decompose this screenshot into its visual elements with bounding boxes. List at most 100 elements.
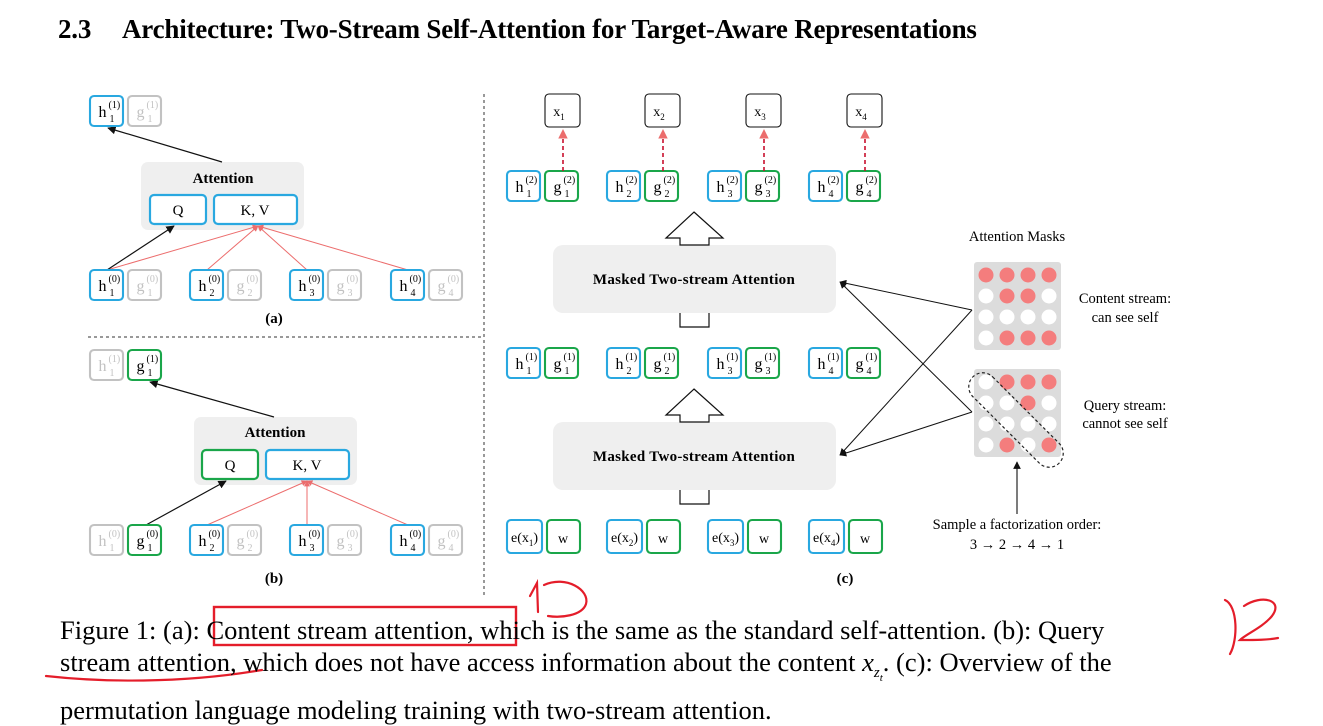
panel-b-layer0-h2-layer: (0) xyxy=(209,529,221,540)
panel-c-layer2-g2-index: 2 xyxy=(665,189,670,200)
panel-b-layer0-h3-layer: (0) xyxy=(309,529,321,540)
panel-c-output-x3: x3 xyxy=(745,93,782,171)
panel-a-layer1-g1-symbol: g xyxy=(137,104,145,121)
panel-b-layer1-h1-box xyxy=(88,348,125,382)
panel-a-kv-edge-3 xyxy=(257,225,308,271)
panel-a-q-edge xyxy=(106,225,175,271)
figure-caption: Figure 1: (a): Content stream attention,… xyxy=(60,614,1270,726)
panel-a-kv-edge-4 xyxy=(257,224,409,271)
panel-c-layer1-g1-layer: (1) xyxy=(564,352,576,363)
panel-b-layer0-g1-symbol: g xyxy=(137,533,145,550)
panel-a-layer0-g2-index: 2 xyxy=(248,288,253,299)
w-box-2 xyxy=(645,518,682,555)
panel-a-layer0-g2-box xyxy=(226,268,263,302)
panel-b-layer0-g3-box xyxy=(326,523,363,557)
q-label-b: Q xyxy=(225,458,236,474)
annotation-mark-1 xyxy=(528,578,588,618)
panel-c-layer2-g1-symbol: g xyxy=(554,179,562,196)
panel-c-layer2-g4-box xyxy=(845,169,882,203)
panel-a-layer0-g1-layer: (0) xyxy=(147,274,159,285)
panel-a-layer0-h4-index: 4 xyxy=(411,288,416,299)
content-mask-cell-3-1 xyxy=(999,330,1015,346)
content-mask-cell-0-1 xyxy=(999,267,1015,283)
panel-b-layer1-h1-index: 1 xyxy=(110,368,115,379)
math-sub-t: t xyxy=(879,672,883,685)
panel-b-layer0-h1-index: 1 xyxy=(110,543,115,554)
query-mask-cell-1-0 xyxy=(978,395,994,411)
content-mask-bg xyxy=(974,262,1061,350)
query-mask-cell-1-2 xyxy=(1020,395,1036,411)
panel-c-layer1-h3-index: 3 xyxy=(728,366,733,377)
hollow-arrow-bottom xyxy=(679,490,710,505)
panel-a-layer1-h1-symbol: h xyxy=(99,104,107,121)
panel-a-layer0-h2-layer: (0) xyxy=(209,274,221,285)
caption-line-1: Figure 1: (a): Content stream attention,… xyxy=(60,614,1270,646)
embedding-box-2 xyxy=(605,518,644,555)
panel-b-q-edge xyxy=(145,480,227,526)
panel-a-layer0-h3-layer: (0) xyxy=(309,274,321,285)
panel-c-layer2-g4-index: 4 xyxy=(867,189,872,200)
panel-c-layer1-g2-layer: (1) xyxy=(664,352,676,363)
panel-a-kv-edge-1 xyxy=(106,224,259,271)
attention-label-b: Attention xyxy=(245,425,306,441)
handwritten-annotations xyxy=(44,578,1280,682)
panel-a-layer0-h4-layer: (0) xyxy=(410,274,422,285)
masked-attention-block-top xyxy=(553,245,836,313)
panel-c-layer1-h4-layer: (1) xyxy=(828,352,840,363)
panel-a-layer0-h2-box xyxy=(188,268,225,302)
panel-c-layer2-h3-index: 3 xyxy=(728,189,733,200)
masked-attention-label-bottom: Masked Two-stream Attention xyxy=(593,449,796,465)
content-stream-label-2: can see self xyxy=(1092,310,1159,326)
panel-c-layer2-h2-box xyxy=(605,169,642,203)
query-mask-cell-2-0 xyxy=(978,416,994,432)
panel-c-layer1-h2-layer: (1) xyxy=(626,352,638,363)
panel-c-layer2-h3-symbol: h xyxy=(717,179,725,196)
panel-b-layer1-g1-index: 1 xyxy=(148,368,153,379)
panel-c-layer1-g1-index: 1 xyxy=(565,366,570,377)
panel-b-layer0-g3-index: 3 xyxy=(348,543,353,554)
panel-a-layer0-h3-symbol: h xyxy=(299,278,307,295)
panel-c-output-x1: x1 xyxy=(544,93,581,171)
panel-a-layer0-g4-index: 4 xyxy=(449,288,454,299)
sample-order-label: Sample a factorization order: xyxy=(933,517,1102,533)
math-sub-z: z xyxy=(873,665,880,682)
caption-line-1-rest: which is the same as the standard self-a… xyxy=(473,615,1105,645)
panel-b-layer0-h1-layer: (0) xyxy=(109,529,121,540)
panel-c-layer2-h1-symbol: h xyxy=(516,179,524,196)
panel-c-embedding-3: e(x3)w xyxy=(706,518,783,555)
panel-c-layer1-h2-symbol: h xyxy=(616,356,624,373)
embedding-label-4: e(x4) xyxy=(813,531,840,548)
kv-label-a: K, V xyxy=(241,203,270,219)
panel-c-layer2-g4-layer: (2) xyxy=(866,175,878,186)
annotation-bracket-2 xyxy=(1223,598,1237,656)
panel-b-layer0-g4-symbol: g xyxy=(438,533,446,550)
panel-b-layer0-h2-box xyxy=(188,523,225,557)
kv-box-a xyxy=(212,193,299,226)
panel-a-layer1-h1-layer: (1) xyxy=(109,100,121,111)
caption-content-stream: Content stream attention, xyxy=(206,615,474,645)
panel-c-layer1-g3-index: 3 xyxy=(766,366,771,377)
annotation-highlight-box xyxy=(212,605,518,647)
query-mask-cell-0-0 xyxy=(978,374,994,390)
panel-c-layer2-h4-index: 4 xyxy=(829,189,834,200)
content-mask-cell-2-2 xyxy=(1020,309,1036,325)
q-box-a xyxy=(148,193,208,226)
panel-b-layer1-h1-layer: (1) xyxy=(109,354,121,365)
